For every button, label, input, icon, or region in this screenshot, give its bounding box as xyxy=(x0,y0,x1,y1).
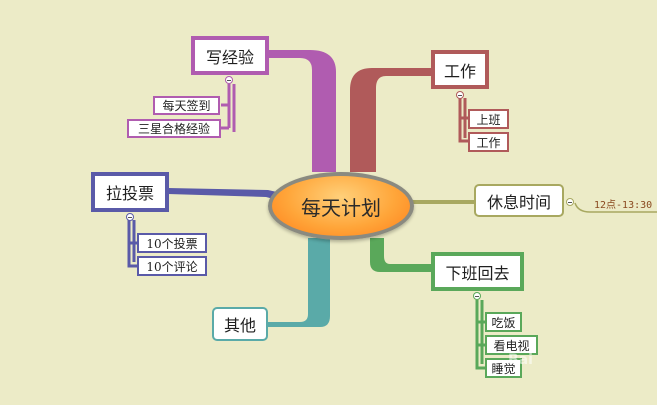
subtopic-xie-jingyan-1[interactable]: 每天签到 xyxy=(153,96,220,115)
subtopic-xie-jingyan-1-label: 每天签到 xyxy=(162,99,211,113)
subtopic-xiaban-3-label: 睡觉 xyxy=(491,361,516,376)
central-topic-label: 每天计划 xyxy=(301,195,381,220)
topic-xiuxi[interactable]: 休息时间 xyxy=(474,184,564,217)
connector-xie-jingyan xyxy=(268,50,336,172)
subtopic-gongzuo-2-label: 工作 xyxy=(476,135,501,150)
topic-gongzuo[interactable]: 工作 xyxy=(431,50,489,89)
subtopic-xiaban-3[interactable]: 睡觉 xyxy=(485,358,522,378)
subtopic-gongzuo-1[interactable]: 上班 xyxy=(468,109,509,129)
subtopic-la-toupiao-1-label: 10个投票 xyxy=(146,236,198,251)
connector-gongzuo xyxy=(350,68,432,172)
subtopic-xiaban-1-label: 吃饭 xyxy=(491,315,516,330)
topic-qita-label: 其他 xyxy=(223,316,256,335)
collapse-toggle-gongzuo[interactable] xyxy=(456,91,464,99)
topic-xie-jingyan-label: 写经验 xyxy=(205,47,254,67)
topic-qita[interactable]: 其他 xyxy=(212,307,268,341)
note-xiuxi-time: 12点-13:30 xyxy=(594,200,653,211)
topic-xie-jingyan[interactable]: 写经验 xyxy=(191,36,269,75)
watermark-logo: Bai xyxy=(508,352,533,368)
connector-xiuxi xyxy=(412,200,475,204)
connector-qita xyxy=(268,238,330,327)
topic-xiuxi-label: 休息时间 xyxy=(486,192,551,212)
topic-la-toupiao[interactable]: 拉投票 xyxy=(91,172,169,212)
subtopic-xiaban-1[interactable]: 吃饭 xyxy=(485,312,522,332)
subtopic-gongzuo-1-label: 上班 xyxy=(476,112,501,127)
central-topic[interactable]: 每天计划 xyxy=(268,172,414,240)
topic-xiaban[interactable]: 下班回去 xyxy=(431,252,524,291)
collapse-toggle-xiaban[interactable] xyxy=(473,292,481,300)
connector-la-toupiao xyxy=(168,188,290,203)
subtopic-gongzuo-2[interactable]: 工作 xyxy=(468,132,509,152)
topic-gongzuo-label: 工作 xyxy=(443,61,476,81)
topic-la-toupiao-label: 拉投票 xyxy=(105,184,154,203)
subtopic-xie-jingyan-2[interactable]: 三星合格经验 xyxy=(127,119,221,138)
subtopic-xie-jingyan-2-label: 三星合格经验 xyxy=(137,122,210,136)
collapse-toggle-xie-jingyan[interactable] xyxy=(225,76,233,84)
subtopic-la-toupiao-1[interactable]: 10个投票 xyxy=(137,233,207,253)
collapse-toggle-la-toupiao[interactable] xyxy=(126,213,134,221)
topic-xiaban-label: 下班回去 xyxy=(445,263,510,283)
collapse-toggle-xiuxi[interactable] xyxy=(566,198,574,206)
subtopic-xiaban-2[interactable]: 看电视 xyxy=(485,335,538,355)
subtopic-xiaban-2-label: 看电视 xyxy=(493,338,530,353)
subtopic-la-toupiao-2[interactable]: 10个评论 xyxy=(137,256,207,276)
subtopic-la-toupiao-2-label: 10个评论 xyxy=(146,259,198,274)
connector-xiaban xyxy=(370,238,432,272)
